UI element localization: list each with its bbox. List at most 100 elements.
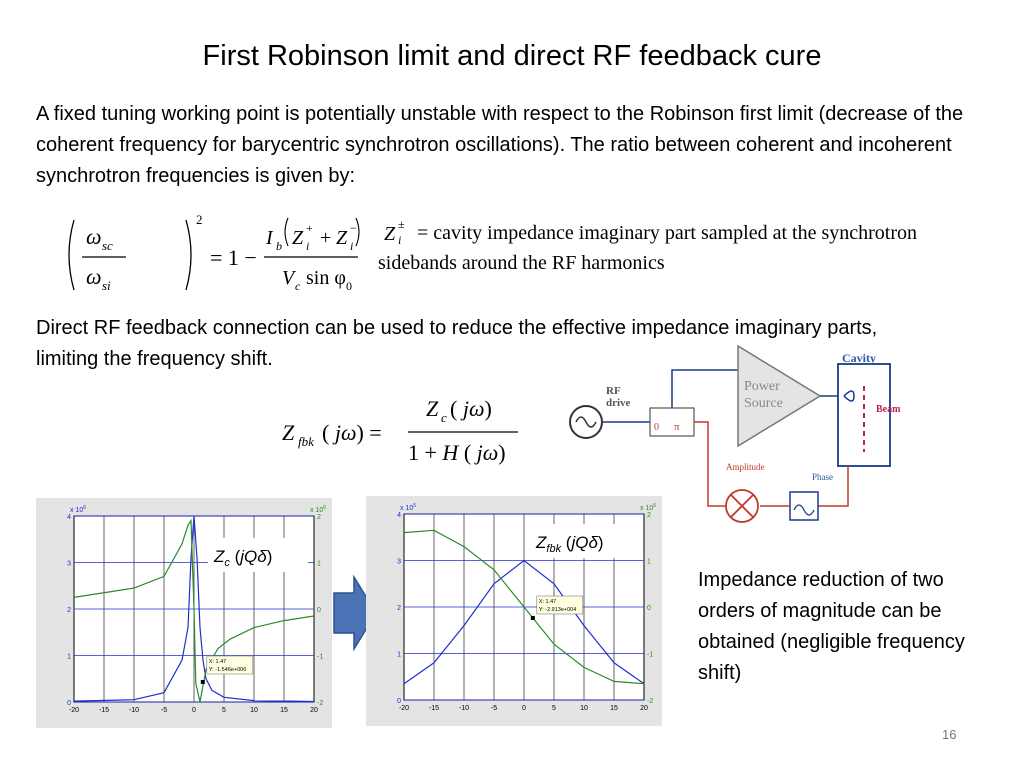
datatip-marker — [200, 680, 205, 684]
x-tick-label: -10 — [459, 705, 469, 712]
svg-text:ω: ω — [86, 264, 102, 289]
datatip-box — [206, 655, 254, 675]
x-tick-label: 0 — [522, 705, 526, 712]
y-right-tick-label: 1 — [647, 559, 651, 566]
datatip-y: Y: -2.913e+004 — [539, 607, 576, 613]
page-number: 16 — [942, 727, 957, 742]
svg-text:sin φ: sin φ — [306, 267, 346, 289]
x-tick-label: 15 — [280, 707, 288, 714]
svg-text:±: ± — [398, 217, 405, 231]
y-left-tick-label: 1 — [67, 654, 71, 661]
x-tick-label: 10 — [250, 707, 258, 714]
svg-text:= 1 −: = 1 − — [210, 245, 257, 270]
datatip-x: X: 1.47 — [539, 599, 556, 605]
svg-text:sc: sc — [102, 238, 113, 253]
x-tick-label: -20 — [69, 707, 79, 714]
svg-text:2: 2 — [196, 212, 203, 227]
svg-text:0: 0 — [346, 279, 352, 293]
left-axis-exponent: x 106 — [70, 505, 86, 514]
left-axis-exponent: x 105 — [400, 503, 416, 512]
svg-text:Z: Z — [292, 227, 304, 249]
y-right-tick-label: 0 — [647, 605, 651, 612]
x-tick-label: -15 — [429, 705, 439, 712]
y-left-tick-label: 3 — [67, 561, 71, 568]
series-line-1 — [403, 559, 645, 685]
y-left-tick-label: 2 — [67, 607, 71, 614]
y-right-tick-label: -2 — [317, 700, 323, 707]
y-right-tick-label: 0 — [317, 607, 321, 614]
y-right-tick-label: 2 — [647, 512, 651, 519]
beam-label: Beam — [876, 404, 900, 415]
y-right-tick-label: -1 — [647, 652, 653, 659]
svg-text:ω: ω — [86, 224, 102, 249]
datatip-y: Y: -1.546e+006 — [209, 667, 246, 673]
svg-text:i: i — [306, 239, 309, 253]
svg-text:Z: Z — [426, 396, 439, 421]
y-left-tick-label: 1 — [397, 652, 401, 659]
svg-text:( jω) =: ( jω) = — [322, 420, 382, 445]
splitter-zero-label: 0 — [654, 422, 659, 433]
svg-text:1 + H ( jω): 1 + H ( jω) — [408, 440, 506, 465]
series-line-2 — [73, 518, 315, 703]
svg-text:fbk: fbk — [298, 434, 314, 449]
svg-text:c: c — [441, 410, 447, 425]
datatip-marker — [530, 616, 535, 620]
svg-text:c: c — [295, 279, 301, 293]
y-right-tick-label: -2 — [647, 698, 653, 705]
y-left-tick-label: 0 — [67, 700, 71, 707]
impedance-label: Zc (jQδ) — [208, 538, 308, 572]
feedback-paragraph: Direct RF feedback connection can be use… — [36, 317, 878, 370]
right-arrow-icon — [333, 575, 377, 651]
impedance-definition: = cavity impedance imaginary part sample… — [378, 218, 978, 278]
series-line-2 — [403, 529, 645, 685]
y-right-tick-label: 2 — [317, 514, 321, 521]
x-tick-label: -15 — [99, 707, 109, 714]
x-tick-label: -5 — [491, 705, 497, 712]
x-tick-label: 20 — [640, 705, 648, 712]
svg-text:Z: Z — [282, 420, 295, 445]
y-left-tick-label: 2 — [397, 605, 401, 612]
phase-shifter: Phase — [789, 472, 833, 521]
phase-splitter: 0 π — [649, 407, 695, 437]
x-tick-label: -10 — [129, 707, 139, 714]
right-axis-exponent: x 105 — [640, 503, 656, 512]
splitter-pi-label: π — [674, 421, 680, 433]
svg-text:Z: Z — [384, 223, 396, 245]
svg-text:+: + — [306, 221, 313, 235]
svg-text:Zc (jQδ): Zc (jQδ) — [213, 547, 272, 569]
cavity: Cavity Beam — [837, 351, 900, 467]
svg-text:+: + — [320, 227, 331, 249]
x-tick-label: 0 — [192, 707, 196, 714]
y-left-tick-label: 4 — [397, 512, 401, 519]
x-tick-label: 10 — [580, 705, 588, 712]
x-tick-label: 5 — [552, 705, 556, 712]
y-right-tick-label: -1 — [317, 654, 323, 661]
impedance-definition-text: = cavity impedance imaginary part sample… — [378, 222, 917, 274]
svg-text:i: i — [398, 233, 401, 247]
y-left-tick-label: 4 — [67, 514, 71, 521]
intro-paragraph: A fixed tuning working point is potentia… — [36, 103, 964, 187]
svg-text:Zfbk (jQδ): Zfbk (jQδ) — [535, 533, 604, 555]
slide-title: First Robinson limit and direct RF feedb… — [202, 40, 822, 72]
x-tick-label: 15 — [610, 705, 618, 712]
y-left-tick-label: 3 — [397, 559, 401, 566]
feedback-impedance-formula: Z fbk ( jω) = Z c ( jω) 1 + H ( jω) — [282, 396, 518, 465]
datatip-x: X: 1.47 — [209, 659, 226, 665]
y-right-tick-label: 1 — [317, 561, 321, 568]
robinson-ratio-formula: ω sc ω si 2 = 1 − I b Z + i + Z − i V c … — [68, 212, 360, 293]
svg-text:−: − — [350, 221, 357, 235]
svg-text:b: b — [276, 239, 282, 253]
phase-label: Phase — [812, 472, 833, 482]
amplitude-modulator: Amplitude — [725, 462, 765, 523]
reduction-note: Impedance reduction of two orders of mag… — [698, 569, 965, 684]
rf-drive-source — [569, 405, 603, 439]
svg-text:si: si — [102, 278, 111, 293]
